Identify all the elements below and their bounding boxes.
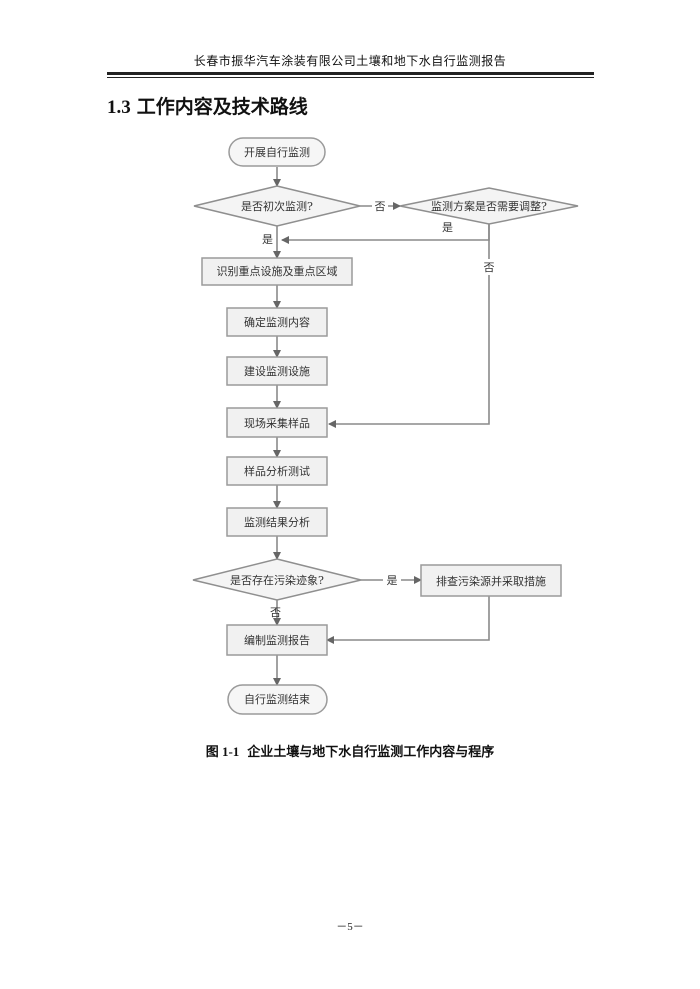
node-investigate: 排查污染源并采取措施 [420,564,562,597]
edge-label-adjust-yes: 是 [442,221,453,234]
edge-label-pollution-no: 否 [270,606,281,619]
edge-investigate-to-report [326,596,490,644]
node-investigate-label: 排查污染源并采取措施 [436,574,546,588]
edge-adjust-yes-back [281,224,490,244]
header-rule-thin [107,77,594,78]
node-pollution-decision: 是否存在污染迹象? [192,558,362,601]
page-header: 长春市振华汽车涂装有限公司土壤和地下水自行监测报告 [193,54,507,68]
figure-caption: 图 1-1 企业土壤与地下水自行监测工作内容与程序 [0,741,700,760]
node-sample-label: 现场采集样品 [244,416,310,430]
node-end-label: 自行监测结束 [244,693,310,706]
node-first-time-decision: 是否初次监测? [193,185,361,227]
node-build-label: 建设监测设施 [244,364,310,378]
node-plan-adjust-decision: 监测方案是否需要调整? [399,187,579,225]
edge-label-pollution-yes: 是 [387,574,398,587]
edge-label-adjust-no: 否 [484,261,495,274]
node-results: 监测结果分析 [226,507,328,537]
node-analyze-label: 样品分析测试 [244,464,310,478]
section-number: 1.3 [107,97,131,118]
node-plan-adjust-label: 监测方案是否需要调整? [431,199,547,213]
node-analyze: 样品分析测试 [226,456,328,486]
node-pollution-label: 是否存在污染迹象? [230,573,324,587]
node-determine-label: 确定监测内容 [244,315,310,329]
header-rule-thick [107,72,594,75]
node-start-label: 开展自行监测 [244,146,310,159]
edge-label-first-yes: 是 [262,233,273,246]
node-report: 编制监测报告 [226,624,328,656]
flowchart-edge-labels: 否 是 是 否 是 否 [262,198,497,619]
node-results-label: 监测结果分析 [244,515,310,529]
section-title-text: 工作内容及技术路线 [136,96,308,118]
figure-caption-text: 企业土壤与地下水自行监测工作内容与程序 [247,745,495,760]
edge-label-first-no: 否 [375,200,386,213]
figure-number: 图 1-1 [205,744,240,759]
node-determine: 确定监测内容 [226,307,328,337]
node-sample: 现场采集样品 [226,407,328,438]
node-identify-label: 识别重点设施及重点区域 [217,264,338,278]
edge-adjust-no-to-sample [328,224,490,428]
page-number: －5－ [336,921,364,933]
node-start: 开展自行监测 [228,137,326,167]
flowchart-edges [273,167,490,686]
node-identify: 识别重点设施及重点区域 [201,257,353,286]
node-end: 自行监测结束 [227,684,328,715]
node-build: 建设监测设施 [226,356,328,386]
node-report-label: 编制监测报告 [244,633,310,647]
node-first-time-label: 是否初次监测? [241,199,313,213]
